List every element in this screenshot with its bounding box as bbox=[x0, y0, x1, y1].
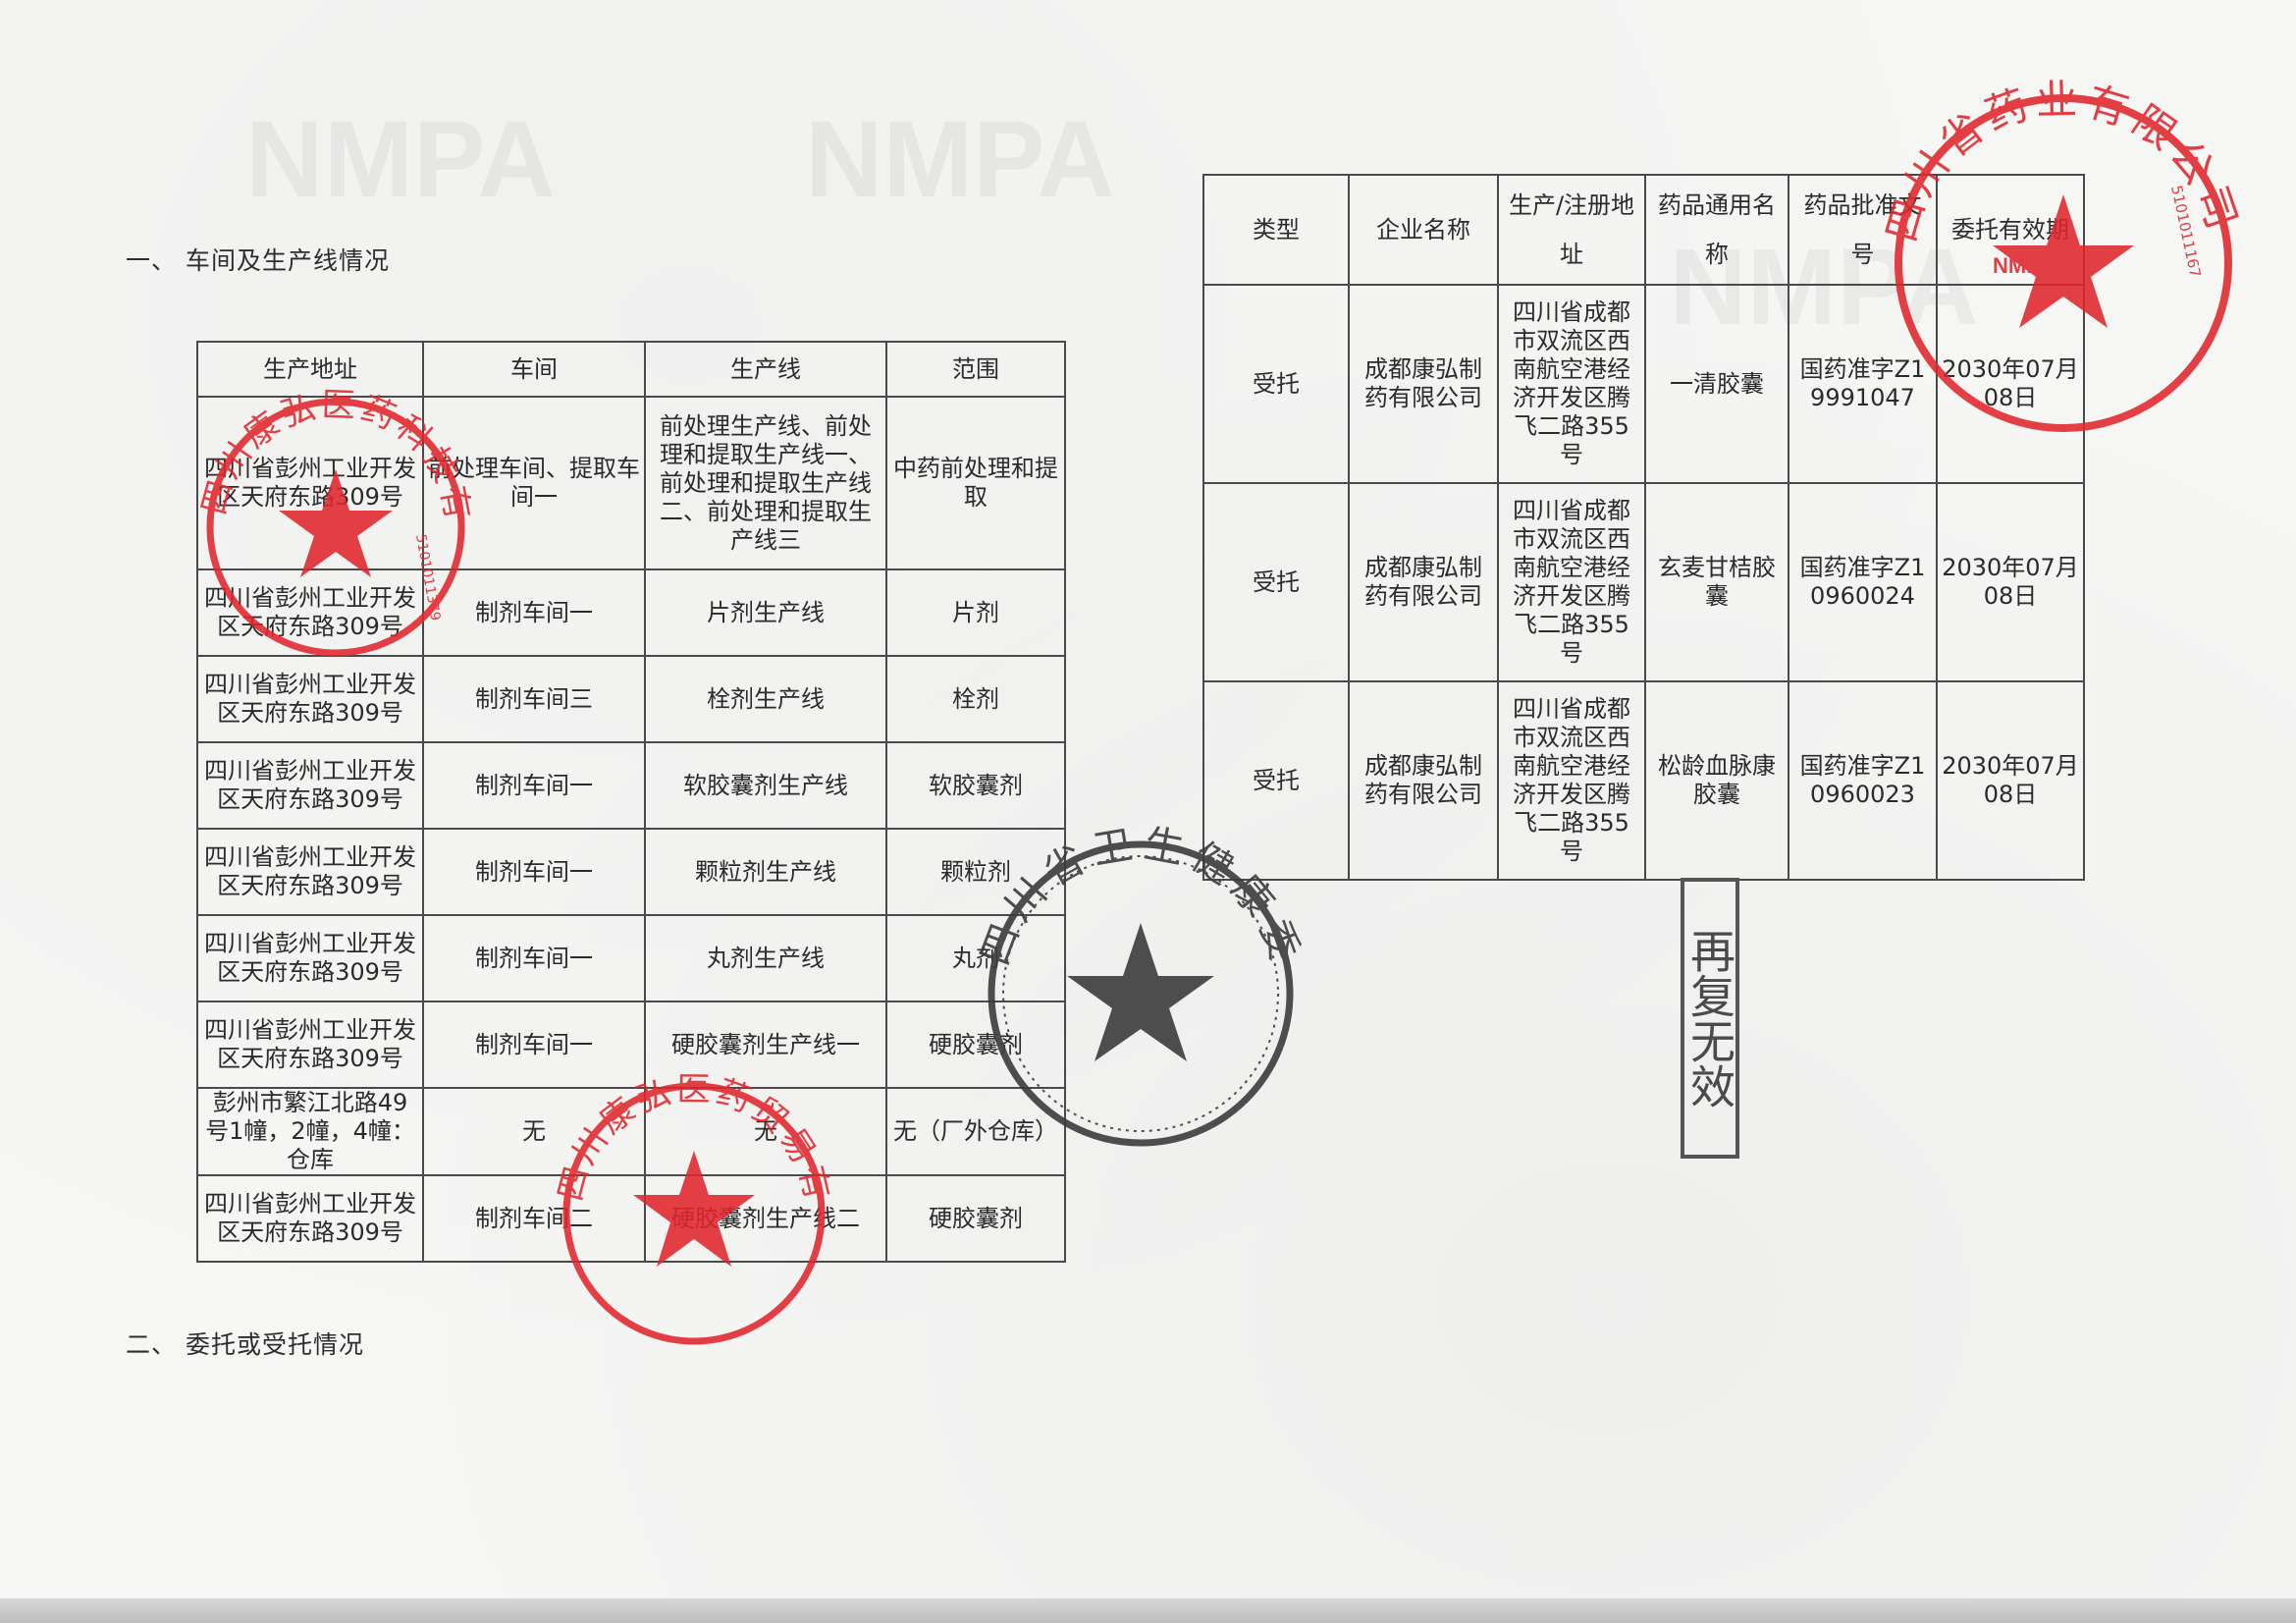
cell-scope: 硬胶囊剂 bbox=[885, 1174, 1066, 1263]
invalid-copy-stamp: 再复无效 bbox=[1681, 878, 1739, 1159]
section-heading-workshops: 一、 车间及生产线情况 bbox=[126, 246, 390, 275]
cell-address: 四川省彭州工业开发区天府东路309号 bbox=[196, 655, 424, 743]
cell-approval-no: 国药准字Z10960024 bbox=[1788, 482, 1938, 682]
cell-approval-no: 国药准字Z10960023 bbox=[1788, 680, 1938, 881]
table-row: 四川省彭州工业开发区天府东路309号 制剂车间一 软胶囊剂生产线 软胶囊剂 bbox=[196, 741, 1066, 830]
cell-workshop: 制剂车间二 bbox=[422, 1174, 646, 1263]
header-type: 类型 bbox=[1202, 174, 1350, 286]
table-row: 四川省彭州工业开发区天府东路309号 制剂车间一 丸剂生产线 丸剂 bbox=[196, 914, 1066, 1002]
cell-line: 软胶囊剂生产线 bbox=[644, 741, 887, 830]
cell-line: 硬胶囊剂生产线一 bbox=[644, 1001, 887, 1089]
cell-type: 受托 bbox=[1202, 680, 1350, 881]
table-row: 彭州市繁江北路49号1幢，2幢，4幢：仓库 无 无 无（厂外仓库） bbox=[196, 1087, 1066, 1176]
cell-scope: 软胶囊剂 bbox=[885, 741, 1066, 830]
cell-workshop: 前处理车间、提取车间一 bbox=[422, 396, 646, 570]
entrust-table-header: 类型 企业名称 生产/注册地址 药品通用名称 药品批准文号 委托有效期 bbox=[1202, 174, 2085, 286]
cell-approval-no: 国药准字Z19991047 bbox=[1788, 284, 1938, 484]
cell-line: 硬胶囊剂生产线二 bbox=[644, 1174, 887, 1263]
cell-reg-address: 四川省成都市双流区西南航空港经济开发区腾飞二路355号 bbox=[1497, 680, 1646, 881]
cell-drug-name: 松龄血脉康胶囊 bbox=[1644, 680, 1789, 881]
header-line: 生产线 bbox=[644, 341, 887, 398]
header-company: 企业名称 bbox=[1348, 174, 1499, 286]
cell-address: 四川省彭州工业开发区天府东路309号 bbox=[196, 741, 424, 830]
cell-line: 丸剂生产线 bbox=[644, 914, 887, 1002]
cell-address: 四川省彭州工业开发区天府东路309号 bbox=[196, 828, 424, 916]
cell-reg-address: 四川省成都市双流区西南航空港经济开发区腾飞二路355号 bbox=[1497, 482, 1646, 682]
cell-scope: 颗粒剂 bbox=[885, 828, 1066, 916]
header-validity: 委托有效期 bbox=[1936, 174, 2085, 286]
cell-workshop: 制剂车间一 bbox=[422, 828, 646, 916]
table-row: 四川省彭州工业开发区天府东路309号 制剂车间二 硬胶囊剂生产线二 硬胶囊剂 bbox=[196, 1174, 1066, 1263]
cell-address: 彭州市繁江北路49号1幢，2幢，4幢：仓库 bbox=[196, 1087, 424, 1176]
table-row: 受托 成都康弘制药有限公司 四川省成都市双流区西南航空港经济开发区腾飞二路355… bbox=[1202, 284, 2085, 484]
cell-workshop: 制剂车间一 bbox=[422, 914, 646, 1002]
cell-scope: 中药前处理和提取 bbox=[885, 396, 1066, 570]
cell-line: 前处理生产线、前处理和提取生产线一、前处理和提取生产线二、前处理和提取生产线三 bbox=[644, 396, 887, 570]
cell-scope: 栓剂 bbox=[885, 655, 1066, 743]
table-row: 四川省彭州工业开发区天府东路309号 制剂车间一 颗粒剂生产线 颗粒剂 bbox=[196, 828, 1066, 916]
cell-workshop: 无 bbox=[422, 1087, 646, 1176]
table-row: 四川省彭州工业开发区天府东路309号 制剂车间一 硬胶囊剂生产线一 硬胶囊剂 bbox=[196, 1001, 1066, 1089]
cell-address: 四川省彭州工业开发区天府东路309号 bbox=[196, 914, 424, 1002]
table-row: 受托 成都康弘制药有限公司 四川省成都市双流区西南航空港经济开发区腾飞二路355… bbox=[1202, 680, 2085, 881]
section-heading-entrust: 二、 委托或受托情况 bbox=[126, 1330, 364, 1359]
cell-address: 四川省彭州工业开发区天府东路309号 bbox=[196, 1174, 424, 1263]
header-workshop: 车间 bbox=[422, 341, 646, 398]
cell-drug-name: 玄麦甘桔胶囊 bbox=[1644, 482, 1789, 682]
cell-address: 四川省彭州工业开发区天府东路309号 bbox=[196, 1001, 424, 1089]
cell-drug-name: 一清胶囊 bbox=[1644, 284, 1789, 484]
cell-line: 片剂生产线 bbox=[644, 568, 887, 657]
invalid-copy-text: 再复无效 bbox=[1683, 928, 1736, 1109]
workshop-table-header: 生产地址 车间 生产线 范围 bbox=[196, 341, 1066, 398]
cell-validity: 2030年07月08日 bbox=[1936, 482, 2085, 682]
cell-line: 栓剂生产线 bbox=[644, 655, 887, 743]
header-approval-no: 药品批准文号 bbox=[1788, 174, 1938, 286]
cell-company: 成都康弘制药有限公司 bbox=[1348, 482, 1499, 682]
table-row: 四川省彭州工业开发区天府东路309号 前处理车间、提取车间一 前处理生产线、前处… bbox=[196, 396, 1066, 570]
cell-company: 成都康弘制药有限公司 bbox=[1348, 284, 1499, 484]
cell-validity: 2030年07月08日 bbox=[1936, 284, 2085, 484]
cell-reg-address: 四川省成都市双流区西南航空港经济开发区腾飞二路355号 bbox=[1497, 284, 1646, 484]
cell-workshop: 制剂车间三 bbox=[422, 655, 646, 743]
cell-line: 无 bbox=[644, 1087, 887, 1176]
header-scope: 范围 bbox=[885, 341, 1066, 398]
cell-type: 受托 bbox=[1202, 284, 1350, 484]
cell-workshop: 制剂车间一 bbox=[422, 741, 646, 830]
entrust-table: 类型 企业名称 生产/注册地址 药品通用名称 药品批准文号 委托有效期 受托 成… bbox=[1202, 174, 2085, 881]
cell-workshop: 制剂车间一 bbox=[422, 1001, 646, 1089]
cell-scope: 片剂 bbox=[885, 568, 1066, 657]
cell-address: 四川省彭州工业开发区天府东路309号 bbox=[196, 396, 424, 570]
cell-scope: 硬胶囊剂 bbox=[885, 1001, 1066, 1089]
cell-line: 颗粒剂生产线 bbox=[644, 828, 887, 916]
cell-scope: 无（厂外仓库） bbox=[885, 1087, 1066, 1176]
header-drug-name: 药品通用名称 bbox=[1644, 174, 1789, 286]
table-row: 受托 成都康弘制药有限公司 四川省成都市双流区西南航空港经济开发区腾飞二路355… bbox=[1202, 482, 2085, 682]
cell-scope: 丸剂 bbox=[885, 914, 1066, 1002]
cell-type: 受托 bbox=[1202, 482, 1350, 682]
cell-address: 四川省彭州工业开发区天府东路309号 bbox=[196, 568, 424, 657]
cell-workshop: 制剂车间一 bbox=[422, 568, 646, 657]
header-address: 生产地址 bbox=[196, 341, 424, 398]
scan-bottom-edge bbox=[0, 1598, 2296, 1623]
table-row: 四川省彭州工业开发区天府东路309号 制剂车间三 栓剂生产线 栓剂 bbox=[196, 655, 1066, 743]
cell-validity: 2030年07月08日 bbox=[1936, 680, 2085, 881]
header-reg-address: 生产/注册地址 bbox=[1497, 174, 1646, 286]
workshop-table: 生产地址 车间 生产线 范围 四川省彭州工业开发区天府东路309号 前处理车间、… bbox=[196, 341, 1066, 1263]
table-row: 四川省彭州工业开发区天府东路309号 制剂车间一 片剂生产线 片剂 bbox=[196, 568, 1066, 657]
cell-company: 成都康弘制药有限公司 bbox=[1348, 680, 1499, 881]
